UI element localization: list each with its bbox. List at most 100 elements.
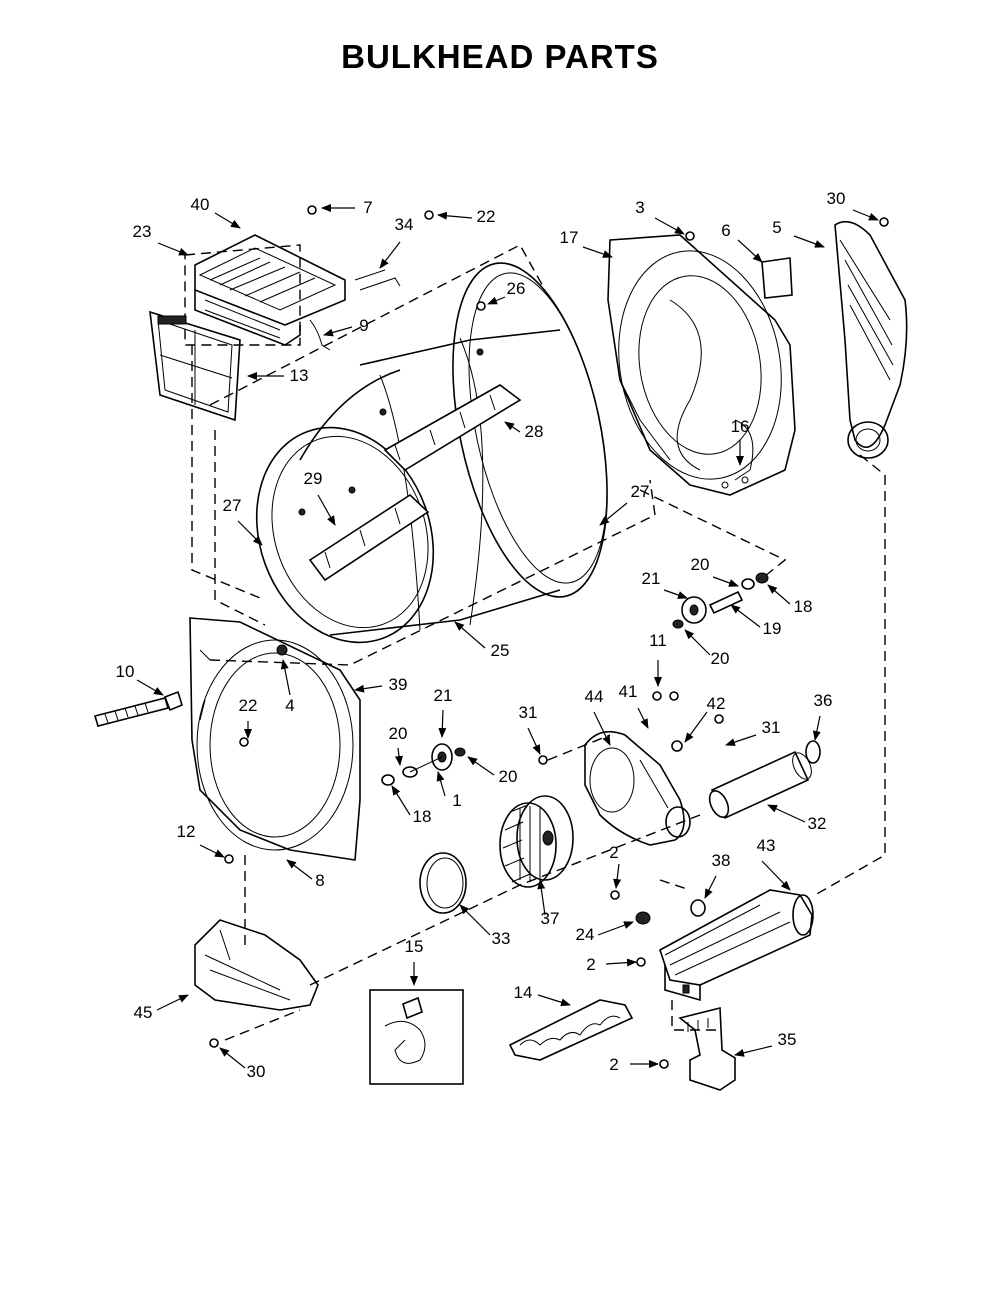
- callout-28: 28: [525, 422, 544, 441]
- blower-housing: [584, 730, 691, 846]
- rear-bearing-kit: [672, 572, 769, 629]
- callout-44: 44: [585, 687, 604, 706]
- callout-leader-20: [684, 629, 711, 656]
- callout-leader-30: [852, 209, 879, 221]
- rear-bulkhead: [607, 234, 796, 496]
- callout-10: 10: [116, 662, 135, 681]
- callout-22: 22: [477, 207, 496, 226]
- callout-leader-23: [157, 242, 189, 256]
- callout-18: 18: [794, 597, 813, 616]
- callout-leader-32: [767, 804, 806, 823]
- callout-leader-29: [317, 494, 336, 526]
- exhaust-tube: [708, 740, 821, 820]
- callout-29: 29: [304, 469, 323, 488]
- door-rod: [93, 690, 183, 727]
- callout-leader-20: [712, 576, 739, 587]
- callout-38: 38: [712, 851, 731, 870]
- callout-leader-2: [613, 863, 622, 889]
- screws: [209, 205, 889, 1069]
- callout-2: 2: [609, 843, 618, 862]
- callout-leader-12: [199, 844, 225, 858]
- callout-leader-5: [793, 235, 825, 248]
- callout-7: 7: [363, 198, 372, 217]
- callout-31: 31: [762, 718, 781, 737]
- callout-20: 20: [389, 724, 408, 743]
- callout-leader-1: [436, 771, 446, 797]
- callout-leader-33: [459, 904, 491, 936]
- callout-leaders: [136, 204, 879, 1069]
- callout-27: 27: [631, 482, 650, 501]
- callout-leader-27: [237, 520, 263, 546]
- callout-20: 20: [691, 555, 710, 574]
- callout-13: 13: [290, 366, 309, 385]
- callout-leader-27: [599, 502, 628, 526]
- blower-wheel: [499, 795, 574, 888]
- callout-11: 11: [649, 631, 667, 650]
- callout-37: 37: [541, 909, 560, 928]
- callout-leader-36: [812, 715, 821, 741]
- callout-43: 43: [757, 836, 776, 855]
- callout-leader-28: [504, 421, 521, 433]
- callout-leader-37: [537, 879, 546, 916]
- mounting-bracket: [678, 1006, 736, 1091]
- blower-seal: [419, 852, 467, 914]
- callout-42: 42: [707, 694, 726, 713]
- callout-leader-35: [734, 1045, 773, 1057]
- callout-leader-21: [438, 709, 447, 738]
- callout-15: 15: [405, 937, 424, 956]
- lint-filter-housing: [194, 234, 346, 346]
- front-bulkhead: [189, 617, 361, 861]
- callout-3: 3: [635, 198, 644, 217]
- callout-19: 19: [763, 619, 782, 638]
- callout-leader-34: [379, 241, 401, 269]
- callout-2: 2: [586, 955, 595, 974]
- callout-leader-44: [593, 711, 611, 746]
- diagram-title: BULKHEAD PARTS: [341, 38, 659, 75]
- callout-2: 2: [609, 1055, 618, 1074]
- callout-leader-41: [637, 707, 649, 729]
- callout-leader-21: [663, 589, 688, 599]
- callout-39: 39: [389, 675, 408, 694]
- heater-duct: [834, 220, 908, 459]
- callout-27: 27: [223, 496, 242, 515]
- callout-leader-14: [537, 994, 571, 1007]
- callout-45: 45: [134, 1003, 153, 1022]
- callout-34: 34: [395, 215, 414, 234]
- thermostat-38: [690, 899, 706, 917]
- callout-leader-31: [725, 734, 757, 746]
- callout-leader-20: [467, 756, 495, 776]
- callout-leader-25: [454, 621, 486, 649]
- callout-leader-9: [323, 326, 353, 337]
- callout-21: 21: [642, 569, 661, 588]
- callout-14: 14: [514, 983, 533, 1002]
- callout-leader-17: [582, 246, 613, 258]
- callout-4: 4: [285, 696, 294, 715]
- dryer-drum: [255, 262, 608, 644]
- callout-36: 36: [814, 691, 833, 710]
- callout-24: 24: [576, 925, 595, 944]
- callout-8: 8: [315, 871, 324, 890]
- callout-21: 21: [434, 686, 453, 705]
- callout-25: 25: [491, 641, 510, 660]
- assembly-dashed-lines: [184, 244, 886, 1041]
- callout-23: 23: [133, 222, 152, 241]
- callout-labels: 1222345678910111213141516171818192020202…: [116, 189, 846, 1081]
- callout-32: 32: [808, 814, 827, 833]
- callout-leader-6: [737, 239, 763, 263]
- callout-31: 31: [519, 703, 538, 722]
- thermostat-24: [635, 911, 651, 925]
- callout-leader-24: [597, 921, 634, 936]
- callout-40: 40: [191, 195, 210, 214]
- callout-leader-38: [704, 875, 717, 899]
- part-15-kit: [369, 989, 464, 1085]
- callout-leader-40: [214, 212, 241, 229]
- callout-leader-43: [761, 860, 791, 891]
- front-bearing-kit: [381, 743, 466, 786]
- callout-leader-8: [286, 859, 313, 880]
- wire-harness: [309, 269, 401, 351]
- callout-leader-18: [391, 785, 411, 816]
- callout-18: 18: [413, 807, 432, 826]
- callout-30: 30: [247, 1062, 266, 1081]
- callout-17: 17: [560, 228, 579, 247]
